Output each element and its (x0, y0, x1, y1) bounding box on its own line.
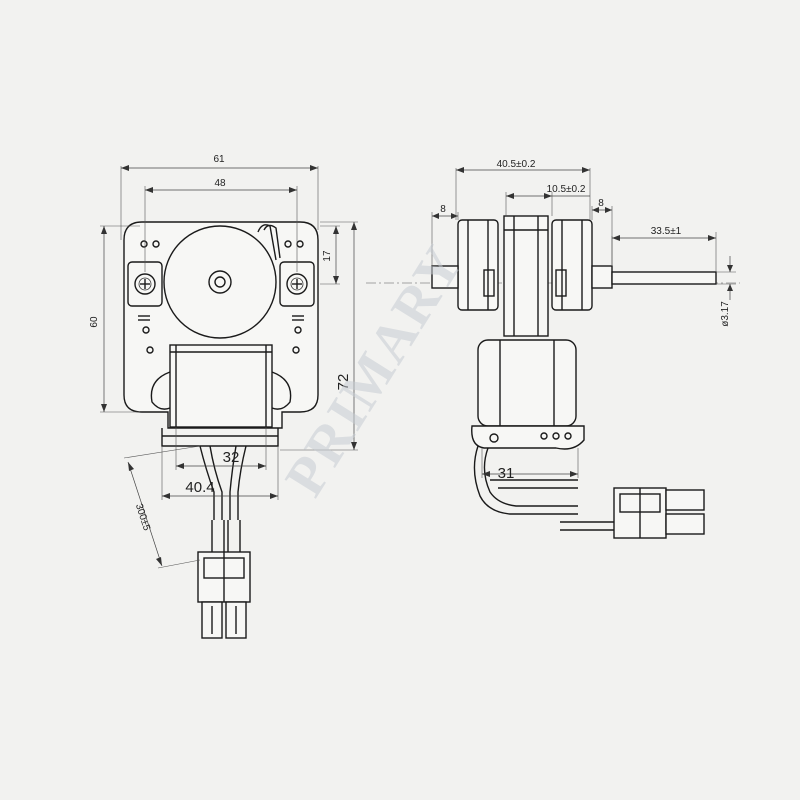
dim-label-8-right: 8 (598, 198, 604, 209)
side-coil-block (477, 339, 577, 427)
dim-label-shaft-diameter: ø3.17 (720, 301, 731, 327)
side-lead-wires (473, 445, 578, 515)
dim-label-40-4: 40.4 (185, 479, 214, 496)
dim-front-bottom-width (161, 446, 279, 500)
front-connector (197, 551, 251, 639)
side-connector (613, 487, 705, 539)
dim-label-48: 48 (214, 178, 226, 189)
dim-front-height-60 (100, 225, 140, 413)
dim-label-60: 60 (89, 316, 100, 328)
dim-front-shaft-offset (320, 225, 340, 285)
dim-label-40-5: 40.5±0.2 (497, 159, 536, 170)
dim-label-72: 72 (335, 374, 352, 391)
dim-side-shaft-length (611, 232, 717, 272)
front-lead-wires (199, 445, 247, 520)
right-screw-icon (286, 273, 308, 295)
dim-label-8-left: 8 (440, 204, 446, 215)
side-center-body (503, 215, 549, 337)
dim-side-coil-width (481, 448, 579, 478)
dim-front-height-72 (280, 221, 358, 451)
dim-front-coil-width (175, 427, 267, 470)
dim-label-61: 61 (213, 154, 225, 165)
dim-front-hole-spacing (144, 186, 298, 272)
side-shaft (611, 271, 717, 285)
side-view: 40.5±0.2 10.5±0.2 8 8 (366, 159, 740, 539)
shaft-hub (208, 270, 232, 294)
dim-front-width (120, 165, 319, 240)
dim-front-lead-length (123, 445, 201, 569)
stator-coil-block (169, 344, 273, 428)
dim-side-center-width (505, 192, 590, 216)
dim-label-10-5: 10.5±0.2 (547, 184, 586, 195)
front-view: 61 48 60 17 (89, 154, 358, 639)
left-screw-icon (134, 273, 156, 295)
dim-side-depth (455, 167, 591, 220)
dim-label-31: 31 (498, 465, 515, 482)
dim-label-32: 32 (223, 449, 240, 466)
dim-label-300: 300±5 (133, 502, 152, 532)
dim-side-shaft-diameter (716, 256, 736, 300)
dim-side-flange-left (431, 212, 459, 266)
dim-label-17: 17 (322, 250, 333, 262)
dim-side-flange-right (591, 206, 613, 266)
plate-holes (138, 240, 304, 354)
dim-label-33-5: 33.5±1 (651, 226, 682, 237)
